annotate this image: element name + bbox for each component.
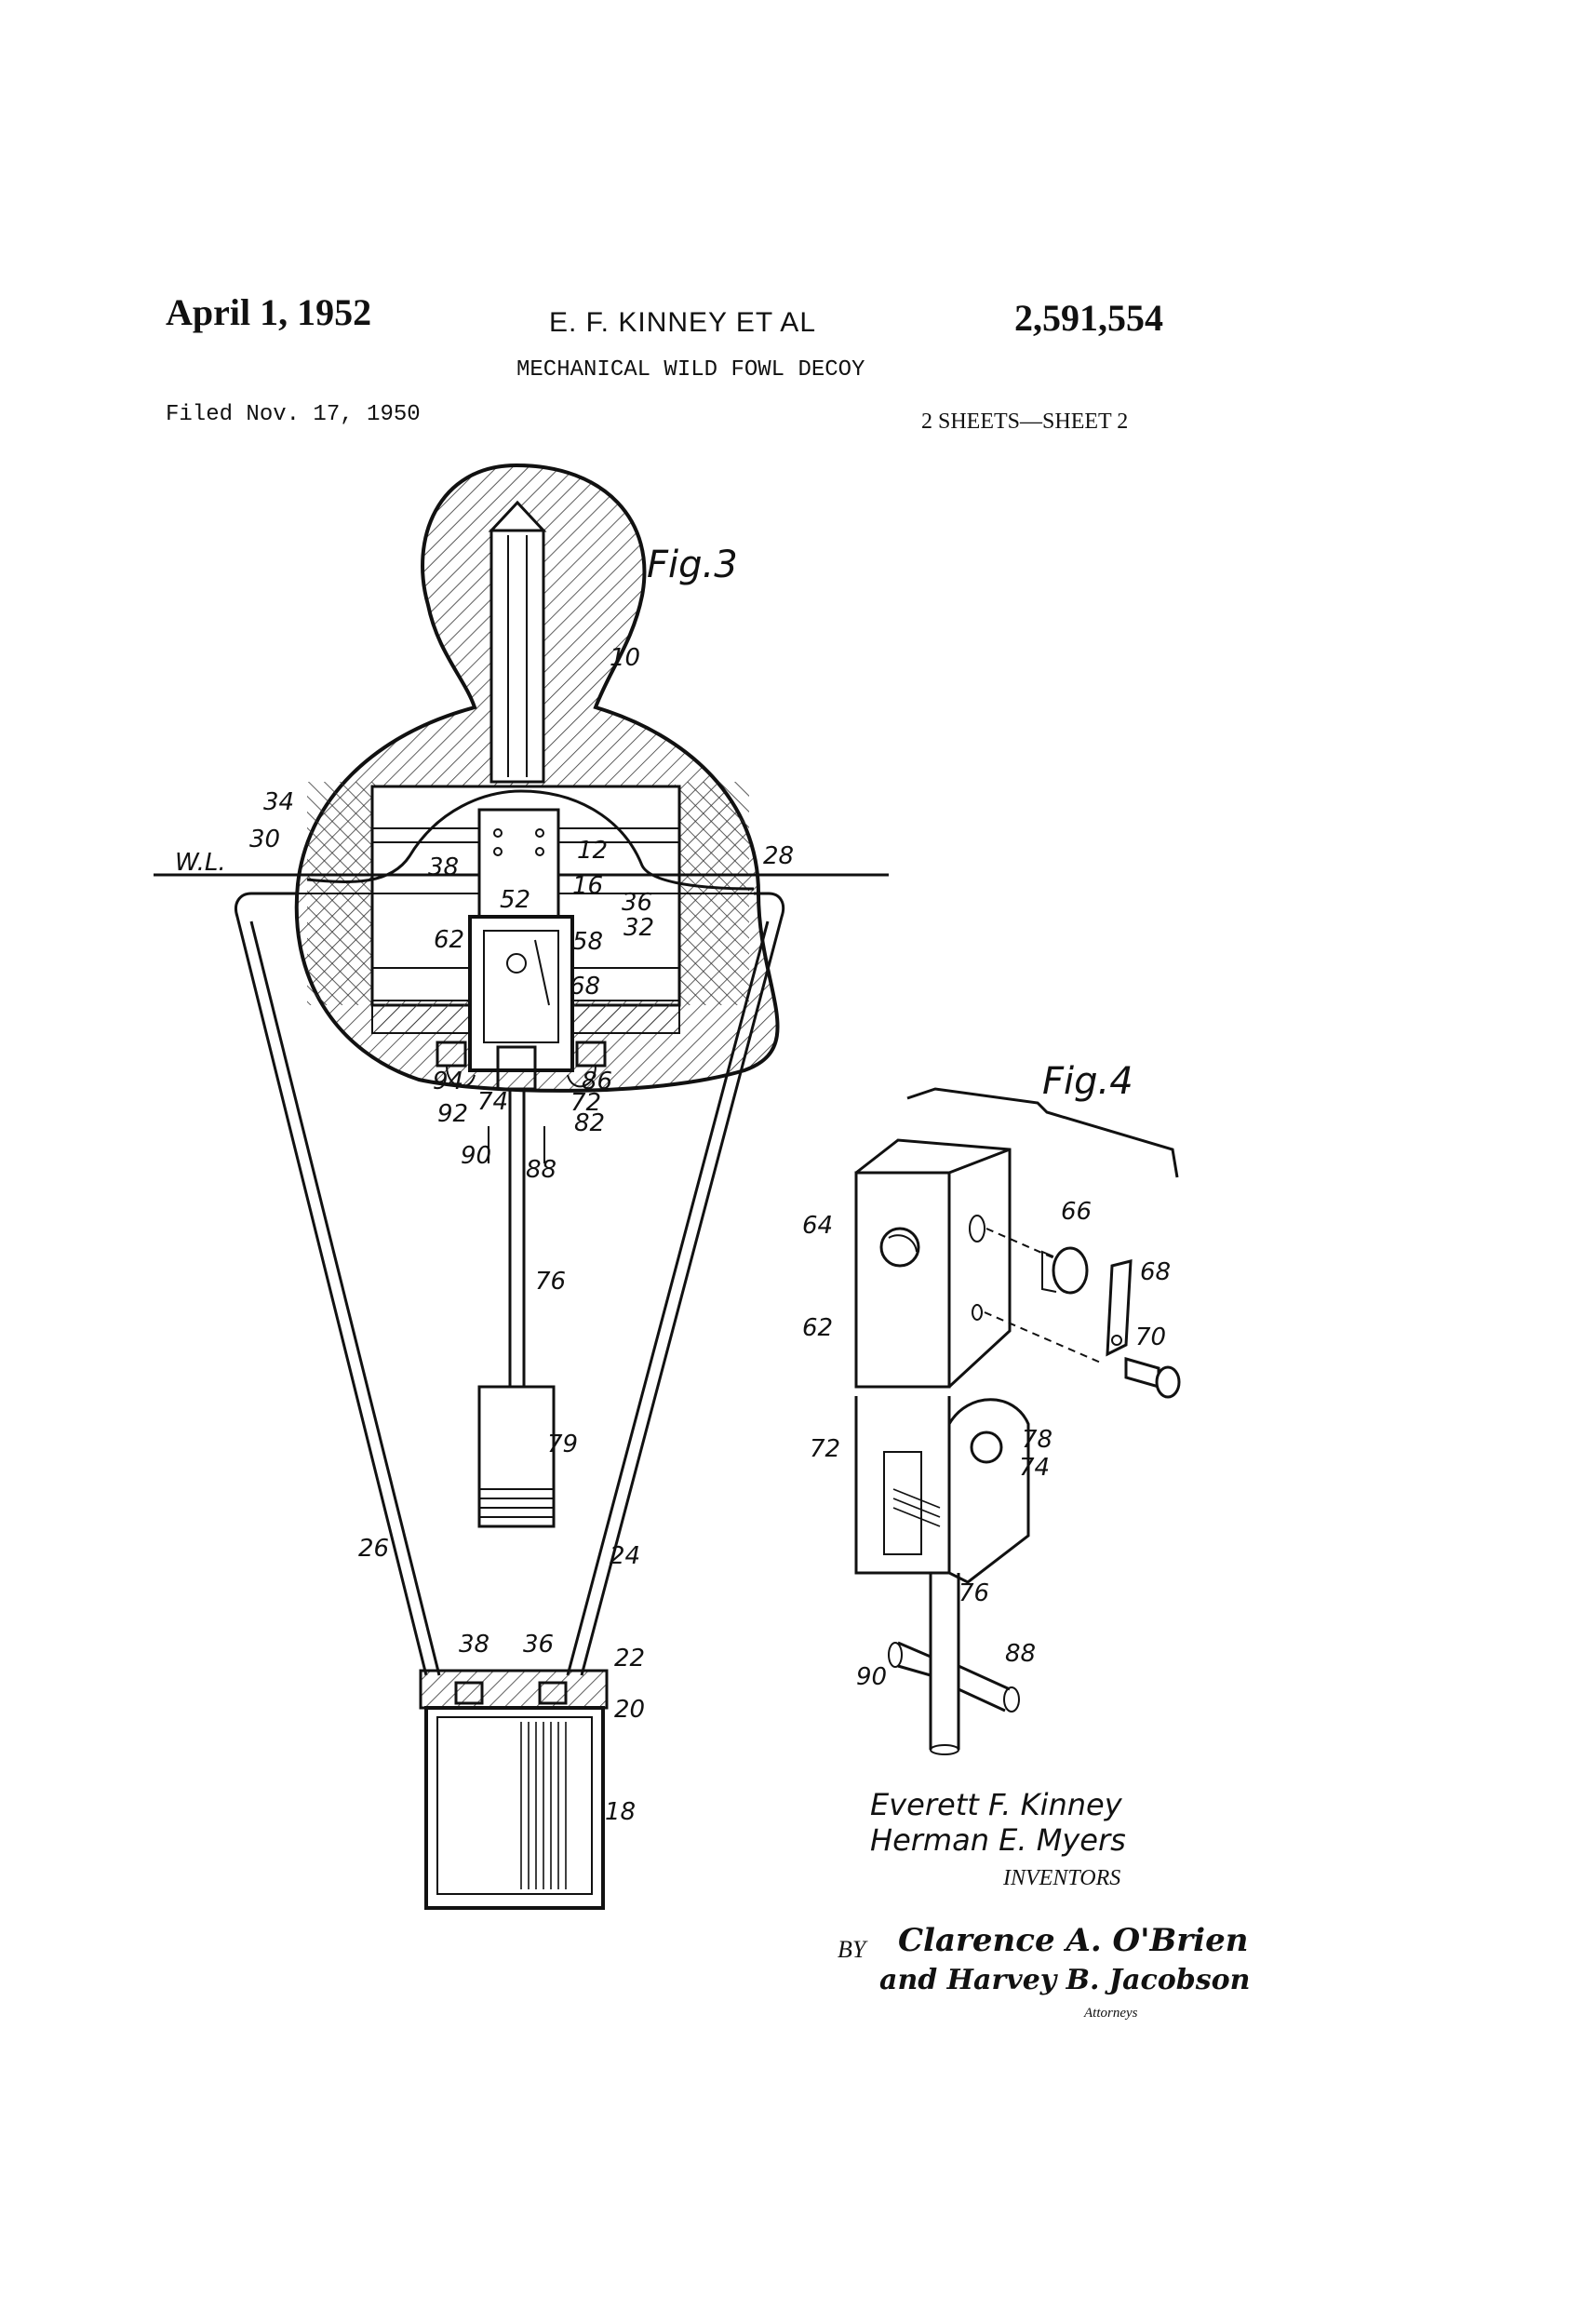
ref-num: 18 [605,1798,636,1826]
ref-num: 72 [810,1435,840,1463]
ref-num: 68 [570,973,600,1001]
patent-title: MECHANICAL WILD FOWL DECOY [516,357,865,383]
weight-79 [477,1385,556,1528]
ref-num: 62 [802,1314,833,1342]
ref-num: 16 [572,872,603,900]
ref-num: 88 [526,1156,556,1184]
ref-num: 79 [547,1431,578,1458]
battery-18 [436,1716,593,1895]
ref-num: 38 [459,1631,489,1659]
ref-num: 32 [623,914,654,942]
battery-cap-22 [419,1669,609,1710]
ref-num: 36 [523,1631,554,1659]
ref-num: 62 [434,926,464,954]
ref-num: 20 [614,1696,645,1724]
block-62 [854,1171,951,1389]
ref-num: 36 [622,889,652,917]
ref-num: 86 [582,1068,612,1095]
ref-num: 52 [500,886,530,914]
figure-3: Fig.3 W.L. 10 34 30 38 12 16 36 28 32 52… [154,463,889,1910]
patent-number: 2,591,554 [1014,297,1163,339]
ref-num: 82 [574,1109,605,1137]
ref-num: 74 [1019,1454,1050,1482]
ref-num: 24 [610,1542,640,1570]
inventor-name-2: Herman E. Myers [870,1822,1126,1858]
pin-90 [897,1641,932,1677]
neck-rod-10 [489,529,545,784]
ref-num: 70 [1135,1323,1166,1351]
motor-housing-16 [477,808,560,919]
ref-num: 90 [856,1663,887,1691]
ref-num: 78 [1022,1426,1052,1454]
inventor-short: E. F. KINNEY ET AL [549,307,817,338]
fig4-title: Fig.4 [1042,1060,1133,1103]
ref-num: 94 [433,1068,463,1095]
ref-num: 12 [577,837,608,865]
figure-4: Fig.4 64 62 66 68 70 72 78 74 76 90 88 [802,1060,1181,1755]
hole-78 [970,1431,1003,1464]
ref-num: 90 [461,1142,491,1170]
filed-date: Filed Nov. 17, 1950 [166,402,421,427]
screw-70 [1124,1357,1160,1389]
ref-num: 10 [610,644,640,672]
bracket-58 [468,915,574,1072]
ref-num: 64 [802,1212,833,1240]
clevis-lug-74 [947,1398,1030,1584]
fig3-reference-numerals: 10 34 30 38 12 16 36 28 32 52 58 62 68 9… [249,644,794,1826]
inventor-name-1: Everett F. Kinney [870,1787,1122,1822]
ref-num: 28 [763,842,794,870]
ref-num: 66 [1061,1198,1092,1226]
ref-num: 58 [572,928,603,956]
patent-date: April 1, 1952 [166,291,372,333]
ref-num: 72 [570,1089,601,1117]
hole-64 [879,1227,920,1268]
wire-frame-26 [235,892,428,1676]
water-line-label: W.L. [175,849,226,877]
wire-frame-24 [580,892,785,1676]
attorney-signature-1: Clarence A. O'Brien [898,1922,1249,1959]
ref-num: 68 [1140,1258,1171,1286]
ref-num: 76 [959,1579,989,1607]
ref-num: 38 [428,853,459,881]
by-label: BY [838,1936,866,1963]
ref-num: 76 [535,1268,566,1296]
ref-num: 92 [437,1100,468,1128]
ref-num: 74 [477,1088,508,1116]
battery-container-20 [424,1706,605,1910]
ref-num: 34 [263,788,294,816]
fig3-title: Fig.3 [647,544,738,586]
clip-68 [1106,1259,1133,1357]
ref-num: 30 [249,826,280,853]
fig4-reference-numerals: 64 62 66 68 70 72 78 74 76 90 88 [802,1198,1171,1691]
knob-66 [1052,1246,1089,1295]
inventors-caption: INVENTORS [1003,1866,1121,1890]
clevis-72 [854,1396,951,1575]
ref-num: 88 [1005,1640,1036,1668]
attorney-signature-2: and Harvey B. Jacobson [879,1964,1251,1996]
pin-88 [958,1664,1011,1713]
attorneys-caption: Attorneys [1084,2006,1138,2021]
ref-num: 26 [358,1535,389,1563]
sheet-count: 2 SHEETS—SHEET 2 [921,410,1129,434]
ref-num: 22 [614,1645,645,1672]
